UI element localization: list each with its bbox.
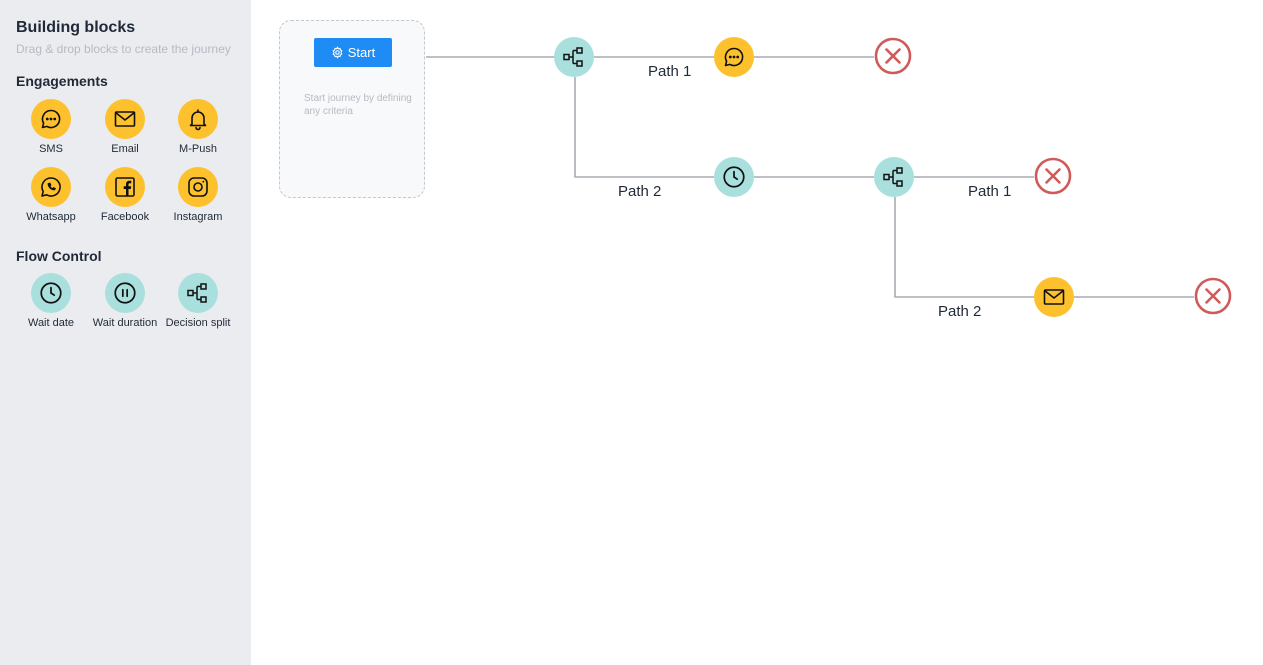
- block-facebook[interactable]: Facebook: [88, 167, 162, 231]
- block-label: Decision split: [165, 317, 231, 329]
- block-label: Wait duration: [92, 317, 158, 329]
- block-wait-duration[interactable]: Wait duration: [88, 273, 162, 337]
- block-label: SMS: [39, 143, 63, 155]
- close-icon: [1194, 277, 1232, 315]
- block-label: M-Push: [179, 143, 217, 155]
- bell-icon: [178, 99, 218, 139]
- path-label: Path 2: [938, 303, 982, 320]
- block-m-push[interactable]: M-Push: [161, 99, 235, 163]
- decision-split-node[interactable]: [874, 157, 914, 197]
- close-icon: [874, 37, 912, 75]
- decision-split-node[interactable]: [554, 37, 594, 77]
- end-node[interactable]: [874, 37, 912, 75]
- envelope-icon: [105, 99, 145, 139]
- clock-icon: [31, 273, 71, 313]
- gear-icon: [332, 46, 343, 59]
- flow-control-heading: Flow Control: [16, 248, 102, 264]
- path-label: Path 1: [968, 183, 1012, 200]
- path-label: Path 1: [648, 63, 692, 80]
- block-sms[interactable]: SMS: [14, 99, 88, 163]
- path-label: Path 2: [618, 183, 662, 200]
- chat-bubble-icon: [31, 99, 71, 139]
- sms-node[interactable]: [714, 37, 754, 77]
- sidebar-title: Building blocks: [16, 19, 136, 36]
- chat-bubble-icon: [724, 47, 744, 67]
- building-blocks-sidebar: Building blocks Drag & drop blocks to cr…: [0, 0, 251, 665]
- pause-icon: [105, 273, 145, 313]
- split-icon: [883, 167, 903, 187]
- block-wait-date[interactable]: Wait date: [14, 273, 88, 337]
- close-icon: [1034, 157, 1072, 195]
- block-label: Wait date: [27, 317, 75, 329]
- block-decision-split[interactable]: Decision split: [161, 273, 235, 337]
- end-node[interactable]: [1194, 277, 1232, 315]
- block-label: Email: [111, 143, 139, 155]
- block-label: Facebook: [100, 211, 150, 223]
- start-button[interactable]: Start: [314, 38, 392, 67]
- end-node[interactable]: [1034, 157, 1072, 195]
- block-label: Whatsapp: [26, 211, 76, 223]
- sidebar-subtitle: Drag & drop blocks to create the journey: [16, 42, 231, 56]
- facebook-icon: [105, 167, 145, 207]
- wait-date-node[interactable]: [714, 157, 754, 197]
- instagram-icon: [178, 167, 218, 207]
- block-instagram[interactable]: Instagram: [161, 167, 235, 231]
- block-email[interactable]: Email: [88, 99, 162, 163]
- start-hint: Start journey by defining any criteria: [304, 93, 412, 117]
- email-node[interactable]: [1034, 277, 1074, 317]
- envelope-icon: [1043, 289, 1065, 305]
- start-button-label: Start: [347, 45, 376, 60]
- whatsapp-icon: [31, 167, 71, 207]
- block-whatsapp[interactable]: Whatsapp: [14, 167, 88, 231]
- split-icon: [178, 273, 218, 313]
- block-label: Instagram: [173, 211, 223, 223]
- split-icon: [563, 47, 583, 67]
- clock-icon: [723, 166, 745, 188]
- engagements-heading: Engagements: [16, 73, 108, 89]
- start-block[interactable]: Start Start journey by defining any crit…: [279, 20, 425, 198]
